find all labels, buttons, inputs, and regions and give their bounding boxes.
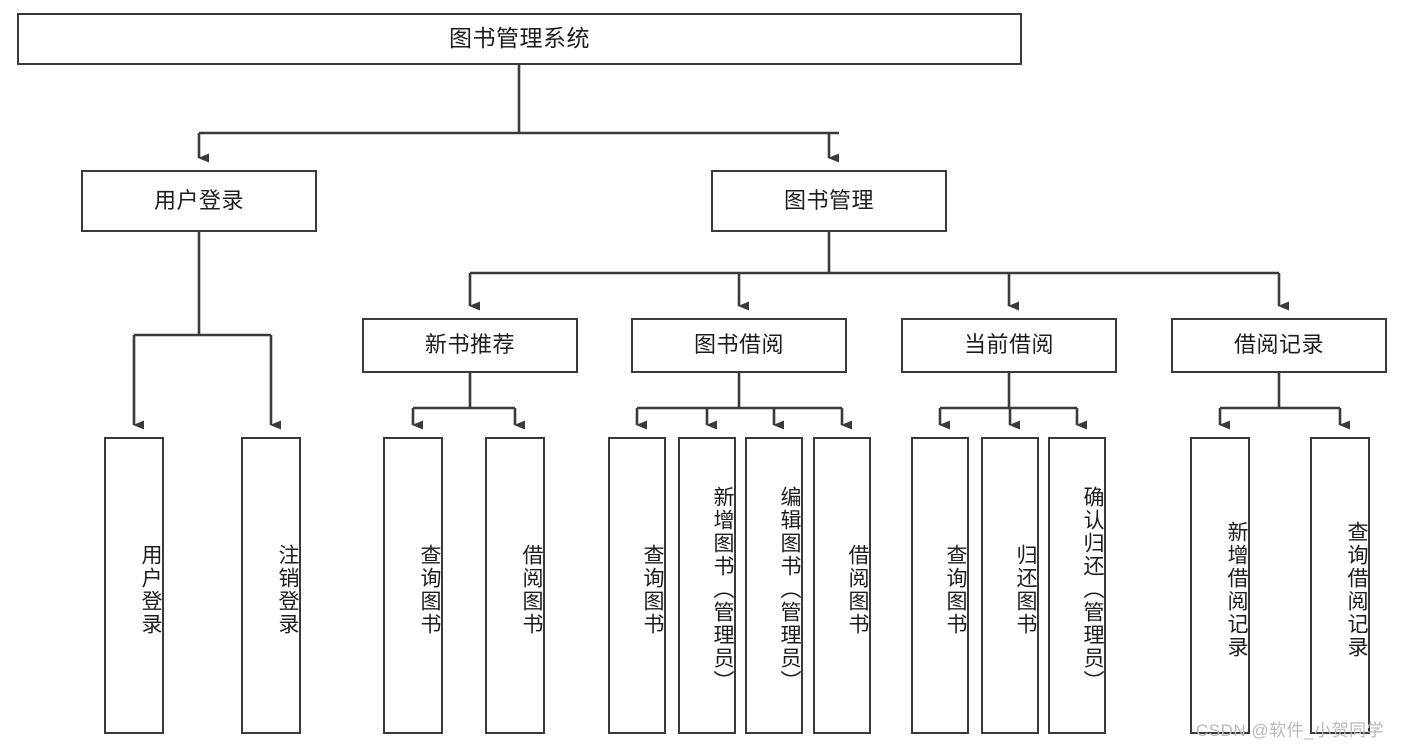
node-root-label: 图书管理系统 (449, 25, 590, 52)
node-new-book-recommend[interactable]: 新书推荐 (362, 318, 578, 373)
node-leaf-query-record[interactable]: 查询借阅记录 (1310, 437, 1370, 734)
node-new-book-recommend-label: 新书推荐 (424, 332, 515, 358)
node-leaf-query-record-label: 查询借阅记录 (1345, 520, 1368, 659)
node-leaf-query-book-new-label: 查询图书 (418, 543, 441, 636)
node-leaf-edit-book-label: 编辑图书（管理员） (778, 486, 801, 693)
node-root[interactable]: 图书管理系统 (17, 13, 1022, 65)
node-leaf-add-record[interactable]: 新增借阅记录 (1190, 437, 1250, 734)
node-borrow-record-label: 借阅记录 (1233, 332, 1324, 358)
node-leaf-query-book-current-label: 查询图书 (944, 543, 967, 636)
node-leaf-add-book-label: 新增图书（管理员） (711, 486, 734, 693)
node-borrow-record[interactable]: 借阅记录 (1171, 318, 1387, 373)
node-leaf-user-login-label: 用户登录 (139, 543, 162, 636)
node-leaf-logout[interactable]: 注销登录 (241, 437, 301, 734)
node-current-borrow-label: 当前借阅 (963, 332, 1054, 358)
node-leaf-return-book-label: 归还图书 (1014, 543, 1037, 636)
node-leaf-query-book-borrow-label: 查询图书 (641, 543, 664, 636)
node-leaf-logout-label: 注销登录 (276, 543, 299, 636)
node-leaf-query-book-borrow[interactable]: 查询图书 (608, 437, 666, 734)
node-book-management[interactable]: 图书管理 (711, 170, 947, 232)
node-user-login[interactable]: 用户登录 (81, 170, 317, 232)
node-leaf-edit-book[interactable]: 编辑图书（管理员） (745, 437, 803, 734)
node-leaf-confirm-return-label: 确认归还（管理员） (1081, 486, 1104, 693)
node-leaf-borrow-book[interactable]: 借阅图书 (813, 437, 871, 734)
node-leaf-confirm-return[interactable]: 确认归还（管理员） (1048, 437, 1106, 734)
node-leaf-borrow-book-new-label: 借阅图书 (520, 543, 543, 636)
node-current-borrow[interactable]: 当前借阅 (901, 318, 1117, 373)
node-leaf-query-book-new[interactable]: 查询图书 (383, 437, 443, 734)
node-leaf-add-book[interactable]: 新增图书（管理员） (678, 437, 736, 734)
node-leaf-query-book-current[interactable]: 查询图书 (911, 437, 969, 734)
node-book-borrow[interactable]: 图书借阅 (631, 318, 847, 373)
node-leaf-add-record-label: 新增借阅记录 (1225, 520, 1248, 659)
node-leaf-borrow-book-new[interactable]: 借阅图书 (485, 437, 545, 734)
node-user-login-label: 用户登录 (153, 187, 244, 213)
node-leaf-user-login[interactable]: 用户登录 (104, 437, 164, 734)
node-book-management-label: 图书管理 (783, 187, 874, 213)
node-leaf-borrow-book-label: 借阅图书 (846, 543, 869, 636)
node-leaf-return-book[interactable]: 归还图书 (981, 437, 1039, 734)
watermark-text: CSDN @软件_小贺同学 (1196, 721, 1385, 740)
node-book-borrow-label: 图书借阅 (693, 332, 784, 358)
